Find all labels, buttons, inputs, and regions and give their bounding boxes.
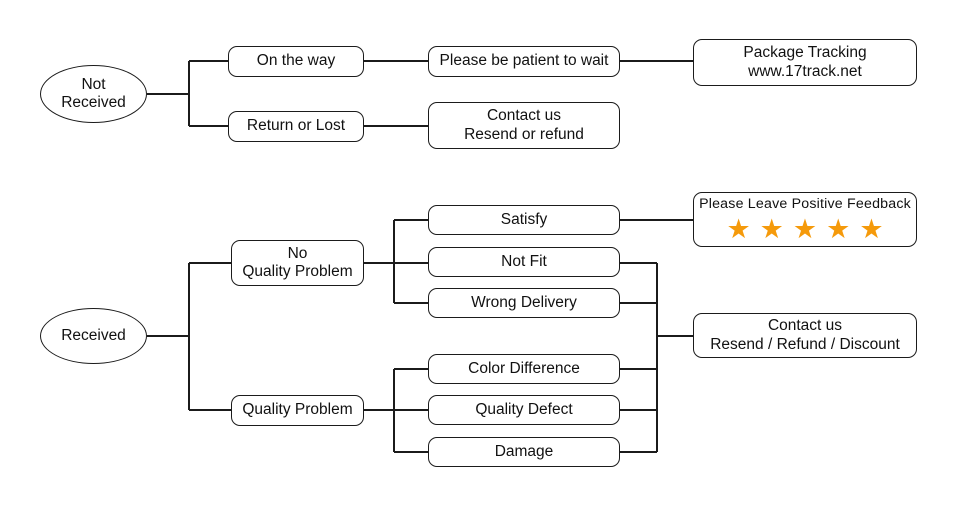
node-wrong-delivery[interactable]: Wrong Delivery: [428, 288, 620, 318]
star-icon[interactable]: ★: [792, 213, 818, 244]
node-contact-resend-refund-line1: Contact us: [486, 107, 562, 125]
feedback-content: Please Leave Positive Feedback ★ ★ ★ ★ ★: [699, 196, 911, 243]
node-no-quality-problem-line2: Quality Problem: [242, 263, 353, 280]
node-contact-resend-refund[interactable]: Contact us Resend or refund: [428, 102, 620, 149]
node-please-be-patient[interactable]: Please be patient to wait: [428, 46, 620, 77]
node-color-difference[interactable]: Color Difference: [428, 354, 620, 384]
node-contact-resend-refund-line2: Resend or refund: [464, 125, 584, 143]
node-not-fit[interactable]: Not Fit: [428, 247, 620, 277]
node-damage-label: Damage: [494, 442, 554, 460]
node-no-quality-problem-line1: No: [287, 244, 308, 262]
node-received[interactable]: Received: [40, 308, 147, 364]
node-wrong-delivery-label: Wrong Delivery: [471, 293, 577, 311]
node-not-received-line2: Received: [61, 94, 126, 111]
star-icon[interactable]: ★: [826, 213, 851, 244]
feedback-title: Please Leave Positive Feedback: [699, 196, 911, 213]
node-return-or-lost-label: Return or Lost: [246, 117, 346, 135]
node-positive-feedback[interactable]: Please Leave Positive Feedback ★ ★ ★ ★ ★: [693, 192, 917, 247]
node-received-label: Received: [61, 326, 126, 344]
node-no-quality-problem[interactable]: No Quality Problem: [231, 240, 364, 286]
node-contact-discount-line1: Contact us: [767, 317, 843, 335]
star-rating[interactable]: ★ ★ ★ ★ ★: [726, 213, 884, 244]
star-icon[interactable]: ★: [859, 213, 884, 244]
node-contact-resend-refund-discount[interactable]: Contact us Resend / Refund / Discount: [693, 313, 917, 358]
node-on-the-way-label: On the way: [256, 52, 336, 70]
node-color-difference-label: Color Difference: [468, 359, 580, 377]
node-satisfy-label: Satisfy: [500, 210, 548, 228]
node-not-received[interactable]: Not Received: [40, 65, 147, 123]
node-return-or-lost[interactable]: Return or Lost: [228, 111, 364, 142]
node-package-tracking-line1: Package Tracking: [743, 44, 867, 62]
node-satisfy[interactable]: Satisfy: [428, 205, 620, 235]
node-damage[interactable]: Damage: [428, 437, 620, 467]
node-not-fit-label: Not Fit: [501, 252, 547, 270]
node-on-the-way[interactable]: On the way: [228, 46, 364, 77]
star-icon[interactable]: ★: [759, 213, 784, 244]
node-contact-discount-line2: Resend / Refund / Discount: [710, 335, 900, 353]
node-quality-problem-label: Quality Problem: [242, 401, 353, 419]
node-please-be-patient-label: Please be patient to wait: [439, 52, 609, 70]
star-icon[interactable]: ★: [726, 213, 751, 244]
node-quality-problem[interactable]: Quality Problem: [231, 395, 364, 426]
node-quality-defect[interactable]: Quality Defect: [428, 395, 620, 425]
node-quality-defect-label: Quality Defect: [475, 400, 573, 418]
node-not-received-line1: Not: [81, 75, 106, 93]
node-package-tracking[interactable]: Package Tracking www.17track.net: [693, 39, 917, 86]
node-package-tracking-line2: www.17track.net: [748, 62, 862, 80]
